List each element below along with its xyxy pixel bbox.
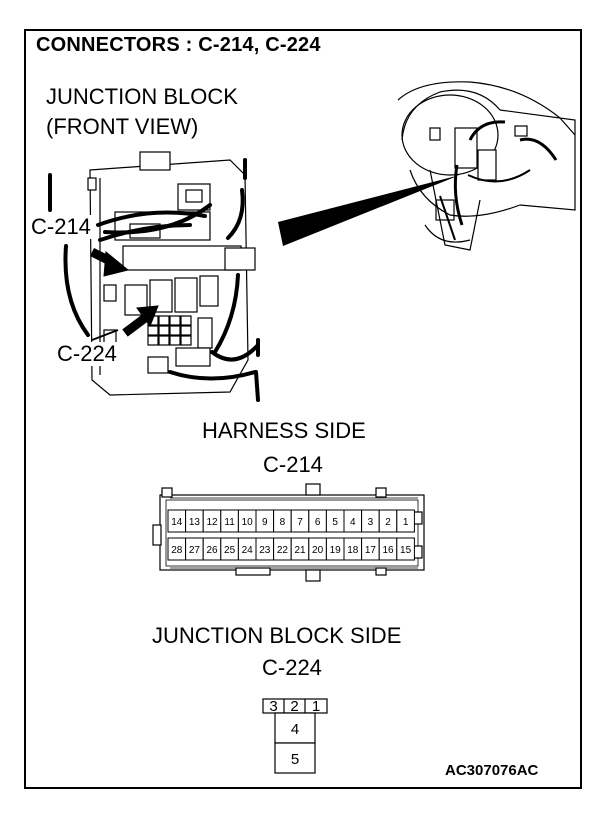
c214-bottom-cell — [396, 537, 415, 561]
c214-pin-9: 9 — [262, 517, 268, 528]
c214-pin-1: 1 — [403, 517, 409, 528]
c214-pin-11: 11 — [224, 517, 235, 528]
fuse-grid — [147, 315, 192, 346]
page-title: CONNECTORS : C-214, C-224 — [36, 34, 321, 56]
c224-connector-body — [262, 698, 328, 774]
callout-c224: C-224 — [56, 341, 118, 366]
junction-block-side-heading: JUNCTION BLOCK SIDE — [152, 623, 402, 648]
harness-side-connector-id: C-214 — [263, 452, 323, 477]
harness-side-heading: HARNESS SIDE — [202, 418, 366, 443]
c214-bottom-row: 28 27 26 25 24 23 22 21 20 19 18 17 16 15 — [167, 537, 415, 561]
c214-pin-26: 26 — [206, 545, 218, 556]
c214-pin-16: 16 — [382, 545, 394, 556]
junction-block-view: (FRONT VIEW) — [46, 114, 199, 139]
c224-pin-5: 5 — [291, 751, 299, 768]
junction-block-title: JUNCTION BLOCK — [46, 84, 238, 109]
c214-pin-23: 23 — [259, 545, 271, 556]
c214-pin-3: 3 — [368, 517, 374, 528]
c214-pin-22: 22 — [277, 545, 289, 556]
c214-pin-14: 14 — [171, 517, 183, 528]
callout-c214: C-214 — [30, 214, 92, 239]
pointer-wedge — [278, 175, 460, 246]
figure-frame — [24, 29, 582, 789]
c214-pin-15: 15 — [400, 545, 412, 556]
c214-pin-4: 4 — [350, 517, 356, 528]
dashboard-illustration — [397, 81, 576, 251]
c224-pin-labels: 3 2 1 4 5 — [269, 698, 320, 768]
c214-pin-19: 19 — [330, 545, 342, 556]
c214-pin-12: 12 — [206, 517, 218, 528]
c224-pin-1: 1 — [312, 698, 320, 715]
c224-pin-2: 2 — [290, 698, 298, 715]
c214-pin-20: 20 — [312, 545, 324, 556]
c214-pin-21: 21 — [294, 545, 306, 556]
c214-pin-5: 5 — [332, 517, 338, 528]
c214-pin-24: 24 — [242, 545, 254, 556]
c214-pin-17: 17 — [365, 545, 377, 556]
c214-pin-6: 6 — [315, 517, 321, 528]
c224-pin-4: 4 — [291, 721, 299, 738]
callout-arrows — [89, 247, 159, 341]
c214-pin-7: 7 — [297, 517, 303, 528]
c224-pin-3: 3 — [269, 698, 277, 715]
c214-pin-10: 10 — [242, 517, 254, 528]
c214-pin-2: 2 — [385, 517, 391, 528]
c214-top-cell — [396, 509, 415, 533]
figure-code: AC307076AC — [445, 762, 539, 779]
harness-wires — [48, 158, 260, 402]
c214-pin-27: 27 — [189, 545, 201, 556]
junction-block-side-connector-id: C-224 — [262, 655, 322, 680]
c214-pin-8: 8 — [280, 517, 286, 528]
c214-pin-18: 18 — [347, 545, 359, 556]
c214-pin-25: 25 — [224, 545, 236, 556]
c214-pin-13: 13 — [189, 517, 201, 528]
c214-pin-28: 28 — [171, 545, 183, 556]
